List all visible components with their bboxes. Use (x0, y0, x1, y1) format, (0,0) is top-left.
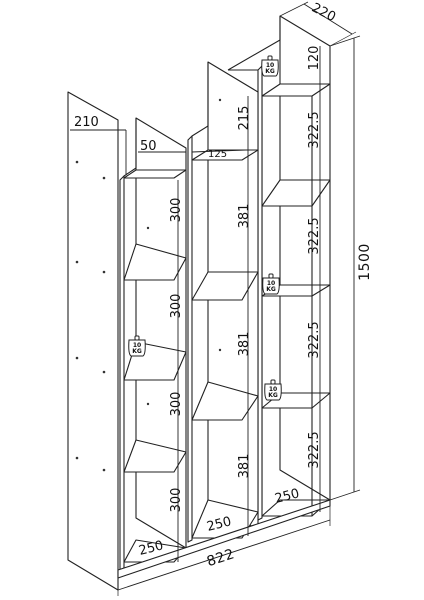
mid-shelves (191, 149, 259, 539)
svg-text:10: 10 (267, 280, 275, 287)
svg-text:10: 10 (133, 342, 141, 349)
weight-icon: 10 KG (261, 55, 279, 77)
weight-icon: 10 KG (128, 335, 146, 357)
mid-spacing-label-1: 381 (237, 204, 252, 229)
shelf-body (67, 15, 331, 591)
left-width-label: 250 (137, 538, 165, 559)
left-spacing-label-3: 300 (169, 392, 184, 417)
right-spacing-label-3: 322.5 (307, 321, 322, 358)
side-depth-label: 210 (74, 115, 99, 130)
mid-spacing-label-3: 381 (237, 454, 252, 479)
dimension-labels: 220 1500 822 210 50 125 300 300 300 300 … (74, 1, 373, 571)
left-spacing-label-2: 300 (169, 294, 184, 319)
weight-icon: 10 KG (262, 273, 280, 295)
peg-holes (75, 98, 222, 472)
svg-text:10: 10 (269, 386, 277, 393)
svg-text:KG: KG (265, 68, 275, 75)
mid-top-label: 215 (237, 106, 252, 131)
right-width-label: 250 (273, 486, 301, 507)
right-spacing-label-2: 322.5 (307, 217, 322, 254)
svg-text:KG: KG (268, 392, 278, 399)
left-shelves (123, 169, 187, 563)
inner-offset-label: 50 (140, 139, 157, 154)
overall-height-label: 1500 (357, 243, 373, 281)
weight-icon: 10 KG (264, 379, 282, 401)
overall-width-label: 822 (205, 546, 237, 570)
dimension-lines (70, 1, 361, 596)
mid-offset-label: 125 (208, 149, 227, 160)
left-spacing-label-4: 300 (169, 488, 184, 513)
left-mid-panel (135, 117, 187, 549)
right-spacing-label-4: 322.5 (307, 431, 322, 468)
left-inner-panel (119, 175, 125, 571)
mid-inner-panel (187, 135, 193, 543)
svg-text:KG: KG (132, 348, 142, 355)
svg-text:KG: KG (266, 286, 276, 293)
left-side-panel (67, 91, 119, 591)
right-inner-panel (257, 65, 263, 521)
left-spacing-label-1: 300 (169, 198, 184, 223)
mid-spacing-label-2: 381 (237, 332, 252, 357)
svg-text:10: 10 (266, 62, 274, 69)
right-top-label: 120 (307, 46, 322, 71)
right-spacing-label-1: 322.5 (307, 111, 322, 148)
mid-width-label: 250 (205, 514, 233, 535)
weight-icons: 10 KG 10 KG 10 KG 10 KG (128, 55, 282, 401)
overall-depth-label: 220 (309, 1, 338, 26)
